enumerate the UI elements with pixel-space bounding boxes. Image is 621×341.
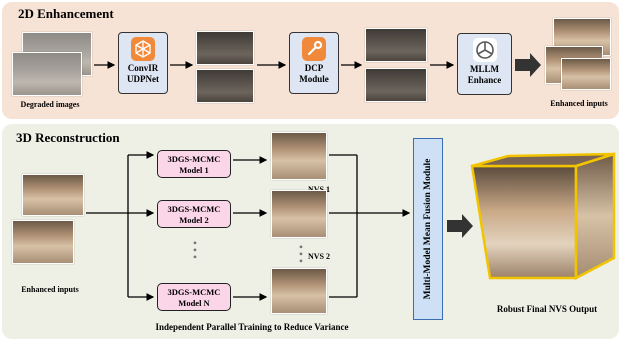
enhanced-image-3 — [561, 58, 611, 90]
nvs-2-label: NVS 2 — [307, 252, 330, 261]
degraded-images-label: Degraded images — [20, 100, 80, 109]
final-output-label: Robust Final NVS Output — [496, 304, 598, 314]
mcmc-model-2: 3DGS-MCMC Model 2 — [157, 200, 231, 228]
nvs-image-2 — [271, 190, 327, 238]
udpnet-label: UDPNet — [127, 74, 159, 84]
convir-label: ConvIR — [127, 63, 159, 73]
wrench-icon — [302, 37, 326, 61]
enhanced-inputs-label: Enhanced inputs — [550, 99, 608, 108]
nvs-1-label: NVS 1 — [308, 185, 330, 194]
intermediate-image-3 — [365, 28, 427, 62]
convir-udpnet-module: ConvIR UDPNet — [118, 32, 168, 94]
mllm-label: MLLM — [470, 64, 499, 74]
mcmc-model-2-name: 3DGS-MCMC — [167, 204, 221, 214]
enhancement-title: 2D Enhancement — [18, 6, 114, 21]
recon-inputs-label: Enhanced inputs — [21, 285, 79, 294]
network-icon — [131, 37, 155, 61]
final-nvs-output-cube — [468, 152, 618, 286]
mcmc-model-1-name: 3DGS-MCMC — [167, 154, 221, 164]
mcmc-model-2-index: Model 2 — [179, 215, 209, 225]
reconstruction-title: 3D Reconstruction — [16, 130, 120, 145]
models-ellipsis: ••• — [192, 236, 198, 264]
intermediate-image-2 — [196, 69, 254, 103]
mllm-enhance-module: MLLM Enhance — [457, 33, 512, 95]
recon-input-image-1 — [22, 174, 84, 216]
mcmc-model-n: 3DGS-MCMC Model N — [157, 283, 231, 311]
dcp-label: DCP — [304, 63, 324, 73]
enhance-label: Enhance — [467, 75, 502, 85]
nvs-image-n — [271, 268, 327, 314]
parallel-training-caption: Independent Parallel Training to Reduce … — [155, 322, 349, 332]
fusion-module: Multi-Model Mean Fusion Module — [413, 138, 443, 320]
nvs-image-1 — [271, 132, 327, 180]
module-label: Module — [299, 74, 329, 84]
degraded-image-2 — [12, 52, 82, 96]
dcp-module: DCP Module — [289, 32, 339, 94]
mcmc-model-1: 3DGS-MCMC Model 1 — [157, 150, 231, 178]
mcmc-model-n-index: Model N — [178, 298, 210, 308]
mcmc-model-1-index: Model 1 — [179, 165, 209, 175]
openai-icon — [472, 38, 497, 62]
intermediate-image-4 — [365, 68, 427, 102]
mcmc-model-n-name: 3DGS-MCMC — [167, 287, 221, 297]
recon-input-image-2 — [12, 220, 74, 264]
intermediate-image-1 — [196, 31, 254, 65]
nvs-ellipsis: ••• — [298, 240, 304, 268]
